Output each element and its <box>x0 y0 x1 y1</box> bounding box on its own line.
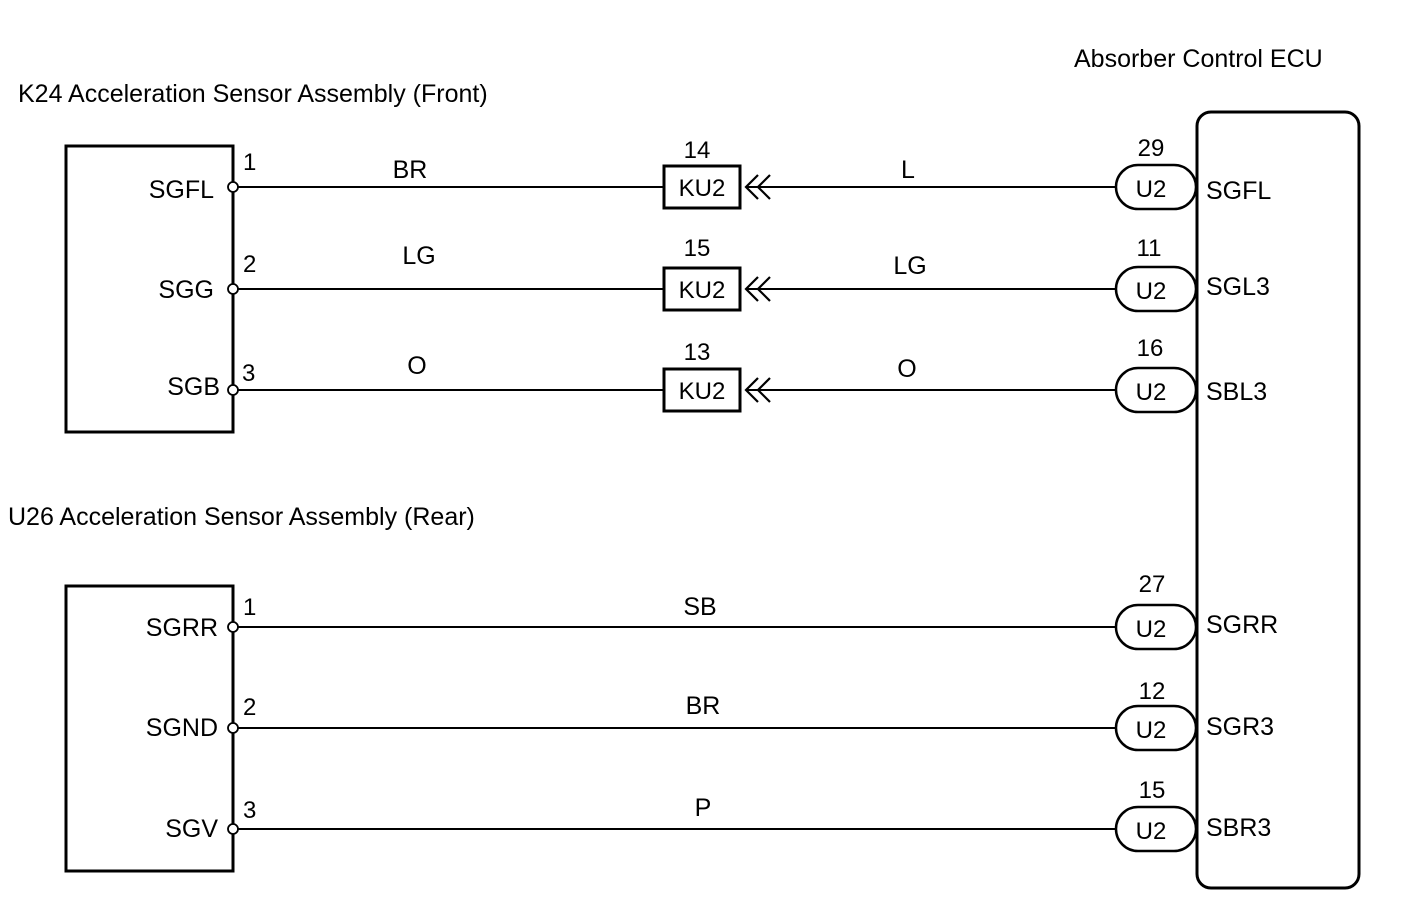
rear-wire-color-3: P <box>695 794 712 822</box>
rear-terminal-1: SGRR <box>146 614 218 642</box>
ecu-terminal-6: SBR3 <box>1206 814 1271 842</box>
terminal-dot-icon <box>227 722 239 734</box>
ecu-connector-pill-3 <box>1114 366 1198 414</box>
ecu-terminal-4: SGRR <box>1206 611 1278 639</box>
ecu-connector-1: U2 <box>1136 176 1167 203</box>
ecu-connector-pill-1 <box>1114 163 1198 211</box>
junction-pin-3: 13 <box>684 339 711 366</box>
junction-pin-2: 15 <box>684 235 711 262</box>
junction-connector-2 <box>662 266 742 312</box>
junction-pin-1: 14 <box>684 137 711 164</box>
front-pin-3: 3 <box>242 360 255 387</box>
rear-pin-1: 1 <box>243 594 256 621</box>
terminal-dot-icon <box>227 384 239 396</box>
front-circuit-1: SGFL 1 BR KU2 14 L U2 29 SGFL <box>149 135 1271 211</box>
ecu-connector-pill-4 <box>1114 603 1198 651</box>
ecu-connector-pill-5 <box>1114 704 1198 752</box>
front-circuit-2: SGG 2 LG KU2 15 LG U2 11 SGL3 <box>158 235 1270 313</box>
ecu-pin-5: 12 <box>1139 678 1166 705</box>
rear-pin-2: 2 <box>243 694 256 721</box>
junction-connector-3 <box>662 367 742 413</box>
terminal-dot-icon <box>227 621 239 633</box>
rear-wire-color-1: SB <box>683 593 716 621</box>
front-wire-color-right-3: O <box>897 355 916 383</box>
rear-circuit-2: SGND 2 BR U2 12 SGR3 <box>146 678 1274 752</box>
ecu-pin-2: 11 <box>1137 235 1162 262</box>
ecu-connector-pill-6 <box>1114 805 1198 853</box>
front-wire-color-left-3: O <box>407 352 426 380</box>
junction-label-2: KU2 <box>679 277 726 304</box>
terminal-dot-icon <box>227 283 239 295</box>
ecu-connector-3: U2 <box>1136 379 1167 406</box>
rear-terminal-3: SGV <box>165 815 218 843</box>
terminal-dot-icon <box>227 181 239 193</box>
ecu-terminal-1: SGFL <box>1206 177 1271 205</box>
rear-sensor-box <box>64 584 235 873</box>
ecu-connector-5: U2 <box>1136 717 1167 744</box>
junction-label-3: KU2 <box>679 378 726 405</box>
ecu-pin-6: 15 <box>1139 777 1166 804</box>
rear-pin-3: 3 <box>243 797 256 824</box>
front-terminal-2: SGG <box>158 276 214 304</box>
front-pin-1: 1 <box>243 149 256 176</box>
ecu-pin-3: 16 <box>1137 335 1164 362</box>
front-sensor-title: K24 Acceleration Sensor Assembly (Front) <box>18 80 488 108</box>
rear-circuit-1: SGRR 1 SB U2 27 SGRR <box>146 571 1278 651</box>
junction-connector-1 <box>662 164 742 210</box>
ecu-terminal-5: SGR3 <box>1206 713 1274 741</box>
front-circuit-3: SGB 3 O KU2 13 O U2 16 SBL3 <box>167 335 1267 414</box>
front-sensor-box <box>64 144 235 434</box>
front-wire-color-left-1: BR <box>393 156 428 184</box>
front-wire-color-left-2: LG <box>402 242 435 270</box>
front-pin-2: 2 <box>243 251 256 278</box>
rear-wire-color-2: BR <box>686 692 721 720</box>
rear-terminal-2: SGND <box>146 714 218 742</box>
ecu-title: Absorber Control ECU <box>1074 45 1323 73</box>
ecu-connector-6: U2 <box>1136 818 1167 845</box>
ecu-pin-1: 29 <box>1138 135 1165 162</box>
front-terminal-1: SGFL <box>149 176 214 204</box>
ecu-terminal-2: SGL3 <box>1206 273 1270 301</box>
front-terminal-3: SGB <box>167 373 220 401</box>
front-wire-color-right-1: L <box>901 156 915 184</box>
rear-circuit-3: SGV 3 P U2 15 SBR3 <box>165 777 1271 853</box>
junction-label-1: KU2 <box>679 175 726 202</box>
ecu-box <box>1195 110 1361 890</box>
ecu-terminal-3: SBL3 <box>1206 378 1267 406</box>
rear-sensor-title: U26 Acceleration Sensor Assembly (Rear) <box>8 503 475 531</box>
ecu-connector-pill-2 <box>1114 265 1198 313</box>
ecu-pin-4: 27 <box>1139 571 1166 598</box>
ecu-connector-4: U2 <box>1136 616 1167 643</box>
ecu-connector-2: U2 <box>1136 278 1167 305</box>
terminal-dot-icon <box>227 823 239 835</box>
front-wire-color-right-2: LG <box>893 252 926 280</box>
